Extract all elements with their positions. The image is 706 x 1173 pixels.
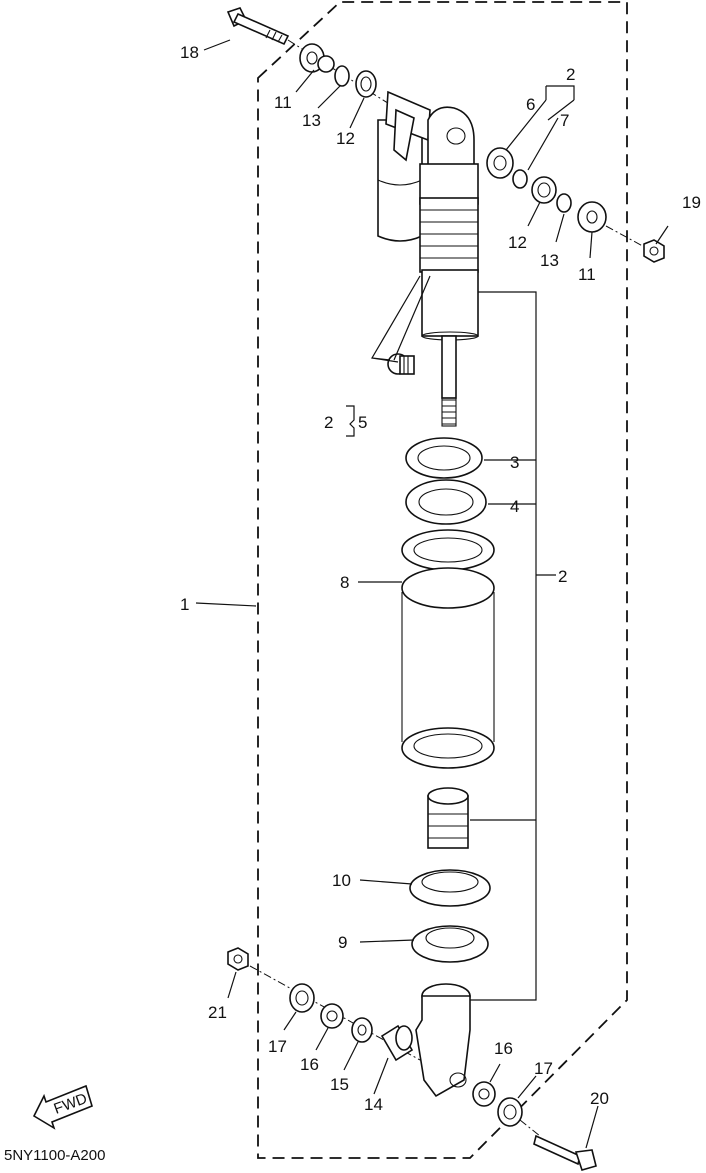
ring-nut-4 <box>405 479 487 525</box>
bolt-18 <box>226 7 290 46</box>
bump-stop <box>427 787 469 849</box>
callout-16-right: 16 <box>494 1039 513 1058</box>
callout-2-bracket: 2 <box>324 413 333 432</box>
spring-guide-9 <box>411 925 489 963</box>
shock-reservoir <box>377 90 431 242</box>
nut-19 <box>643 239 665 263</box>
diagram-code: 5NY1100-A200 <box>4 1147 105 1164</box>
callout-7: 7 <box>560 111 569 130</box>
bearing-14 <box>380 1024 414 1062</box>
collar-11-right <box>577 201 607 233</box>
shock-upper-eye <box>427 106 475 171</box>
shock-rod <box>441 335 457 427</box>
bushing-6 <box>486 147 514 179</box>
callout-12-left: 12 <box>336 129 355 148</box>
collar-17-left <box>289 983 315 1013</box>
callout-11-left: 11 <box>274 93 292 112</box>
collar-11-left <box>299 43 335 73</box>
callout-17-right: 17 <box>534 1059 553 1078</box>
callout-14: 14 <box>364 1095 383 1114</box>
callout-2-mid: 2 <box>558 567 567 586</box>
callout-9: 9 <box>338 933 347 952</box>
callout-11-right: 11 <box>578 265 596 284</box>
oring-13-left <box>334 65 350 87</box>
callout-19: 19 <box>682 193 701 212</box>
ring-nut-3 <box>405 437 483 479</box>
callout-15: 15 <box>330 1075 349 1094</box>
bearing-12-left <box>355 70 377 98</box>
assembly-boundary <box>257 1 628 1159</box>
collar-15 <box>351 1017 373 1043</box>
callout-2-top: 2 <box>566 65 575 84</box>
adjuster-5 <box>387 353 415 375</box>
shock-damper-body <box>419 163 479 341</box>
callout-8: 8 <box>340 573 349 592</box>
callout-3: 3 <box>510 453 519 472</box>
spring-8 <box>401 529 495 769</box>
washer-16-left <box>320 1003 344 1029</box>
nut-21 <box>227 947 249 971</box>
washer-16-right <box>472 1081 496 1107</box>
callout-17-left: 17 <box>268 1037 287 1056</box>
callout-20: 20 <box>590 1089 609 1108</box>
spring-seat-10 <box>409 869 491 907</box>
callout-13-left: 13 <box>302 111 321 130</box>
bearing-12-right <box>531 176 557 204</box>
callout-12-right: 12 <box>508 233 527 252</box>
oring-13-right <box>556 193 572 213</box>
oring-7 <box>512 169 528 189</box>
callout-13-right: 13 <box>540 251 559 270</box>
callout-21: 21 <box>208 1003 227 1022</box>
callout-16-left: 16 <box>300 1055 319 1074</box>
callout-6: 6 <box>526 95 535 114</box>
lower-clevis <box>415 983 471 1098</box>
fwd-arrow-icon: FWD <box>32 1084 93 1130</box>
bolt-20 <box>533 1134 597 1171</box>
callout-18: 18 <box>180 43 199 62</box>
callout-10: 10 <box>332 871 351 890</box>
callout-1: 1 <box>180 595 189 614</box>
callout-4: 4 <box>510 497 519 516</box>
collar-17-right <box>497 1097 523 1127</box>
callout-5: 5 <box>358 413 367 432</box>
